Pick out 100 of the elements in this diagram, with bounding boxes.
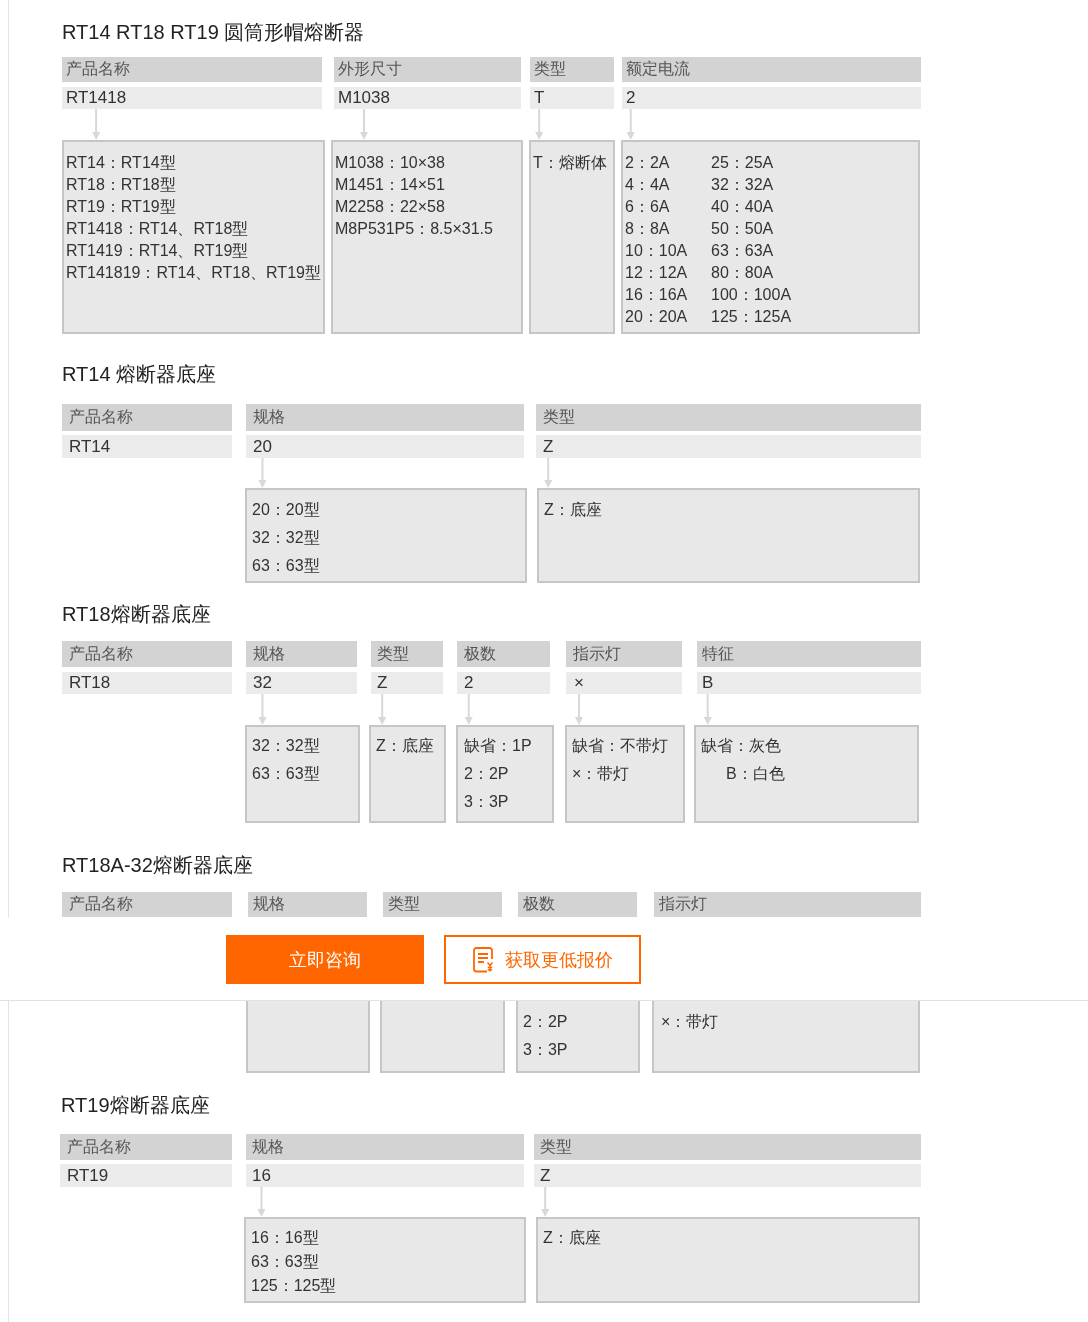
section-heading: RT18熔断器底座 [62, 602, 211, 627]
description-text: 25：25A [711, 153, 774, 173]
description-box [246, 1001, 370, 1073]
description-text: 125：125A [711, 307, 792, 327]
code-cell: 16 [246, 1164, 524, 1187]
description-text: 125：125型 [251, 1276, 337, 1296]
description-text: 12：12A [625, 263, 688, 283]
description-text: 63：63型 [252, 556, 320, 576]
code-cell: 2 [457, 672, 550, 694]
header-cell: 产品名称 [62, 57, 322, 82]
description-box [62, 140, 325, 334]
arrow [703, 693, 712, 725]
arrow [544, 457, 553, 488]
header-cell: 规格 [246, 404, 524, 431]
description-text: 63：63型 [252, 764, 320, 784]
description-text: RT141819：RT14、RT18、RT19型 [66, 263, 321, 283]
header-cell: 极数 [457, 641, 550, 667]
header-cell: 特征 [697, 641, 921, 667]
arrow [92, 108, 101, 140]
arrow [258, 693, 267, 725]
description-text: 缺省：不带灯 [572, 736, 668, 756]
section-heading: RT19熔断器底座 [61, 1093, 210, 1118]
code-cell: B [697, 672, 921, 694]
description-box [245, 488, 527, 583]
description-text: M8P531P5：8.5×31.5 [335, 219, 493, 239]
description-text: Z：底座 [543, 1228, 601, 1248]
description-text: 20：20A [625, 307, 688, 327]
description-text: 32：32型 [252, 736, 320, 756]
description-text: RT1419：RT14、RT19型 [66, 241, 249, 261]
description-box [621, 140, 920, 334]
quote-button: 获取更低报价 [444, 935, 641, 984]
consult-button: 立即咨询 [226, 935, 424, 984]
description-text: Z：底座 [544, 500, 602, 520]
header-cell: 类型 [371, 641, 443, 667]
description-box [380, 1001, 505, 1073]
section-heading: RT18A-32熔断器底座 [62, 853, 253, 878]
header-cell: 规格 [246, 641, 357, 667]
header-cell: 指示灯 [566, 641, 682, 667]
description-text: 80：80A [711, 263, 774, 283]
code-cell: RT19 [60, 1164, 232, 1187]
arrow [257, 1186, 266, 1217]
arrow [464, 693, 473, 725]
header-cell: 类型 [534, 1134, 921, 1160]
description-text: 3：3P [464, 792, 509, 812]
description-box [245, 725, 360, 823]
description-text: RT14：RT14型 [66, 153, 176, 173]
description-text: 3：3P [523, 1040, 568, 1060]
description-text: 2：2P [464, 764, 509, 784]
description-text: 2：2A [625, 153, 670, 173]
description-text: B：白色 [726, 764, 785, 784]
header-cell: 产品名称 [60, 1134, 232, 1160]
header-cell: 外形尺寸 [334, 57, 521, 82]
description-box [694, 725, 919, 823]
description-text: M1451：14×51 [335, 175, 445, 195]
header-cell: 类型 [383, 892, 502, 917]
description-text: 20：20型 [252, 500, 320, 520]
arrow [541, 1186, 550, 1217]
description-box [652, 1001, 920, 1073]
description-text: 50：50A [711, 219, 774, 239]
description-text: 32：32A [711, 175, 774, 195]
description-text: RT18：RT18型 [66, 175, 176, 195]
code-cell: T [530, 87, 614, 109]
description-box [456, 725, 554, 823]
arrow [258, 457, 267, 488]
code-cell: Z [371, 672, 443, 694]
description-text: 32：32型 [252, 528, 320, 548]
code-cell: RT14 [62, 435, 232, 458]
description-text: 16：16A [625, 285, 688, 305]
description-text: ×：带灯 [572, 764, 630, 784]
code-cell: M1038 [334, 87, 521, 109]
description-text: 100：100A [711, 285, 792, 305]
code-cell: 32 [246, 672, 357, 694]
arrow [626, 108, 635, 140]
description-text: ×：带灯 [661, 1012, 719, 1032]
description-box [537, 488, 920, 583]
section-heading: RT14 熔断器底座 [62, 362, 217, 387]
code-cell: RT1418 [62, 87, 322, 109]
description-box [565, 725, 685, 823]
code-cell: RT18 [62, 672, 232, 694]
code-cell: Z [536, 435, 921, 458]
header-cell: 额定电流 [622, 57, 921, 82]
description-text: RT1418：RT14、RT18型 [66, 219, 249, 239]
description-text: M1038：10×38 [335, 153, 445, 173]
description-text: 2：2P [523, 1012, 568, 1032]
description-text: Z：底座 [376, 736, 434, 756]
description-text: T：熔断体 [533, 153, 607, 173]
description-text: 40：40A [711, 197, 774, 217]
description-box [536, 1217, 920, 1303]
header-cell: 规格 [246, 1134, 524, 1160]
header-cell: 极数 [518, 892, 637, 917]
arrow [378, 693, 387, 725]
arrow [360, 108, 368, 140]
description-box [529, 140, 615, 334]
section-heading: RT14 RT18 RT19 圆筒形帽熔断器 [62, 20, 365, 45]
header-cell: 类型 [536, 404, 921, 431]
description-text: 8：8A [625, 219, 670, 239]
header-cell: 规格 [248, 892, 367, 917]
code-cell: 2 [622, 87, 921, 109]
code-cell: × [566, 672, 682, 694]
description-text: 缺省：灰色 [701, 736, 781, 756]
